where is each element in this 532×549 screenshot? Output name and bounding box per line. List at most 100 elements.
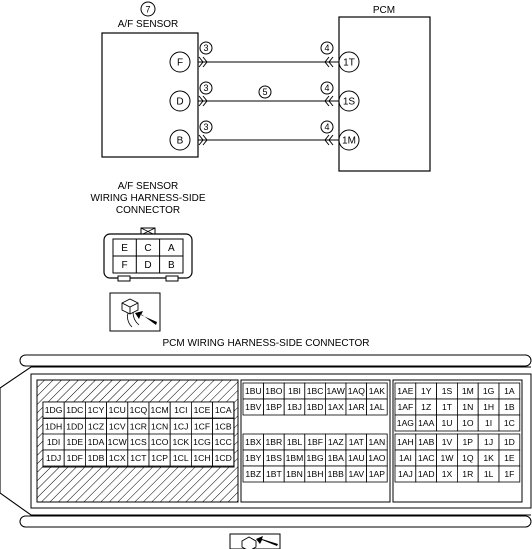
pcm-terminal-label: 1DB — [88, 453, 105, 463]
pcm-terminal-label: 1BT — [266, 469, 283, 479]
callout-circle — [199, 81, 213, 95]
pcm-terminal-label: 1CD — [215, 453, 232, 463]
pcm-terminal-label: 1CM — [151, 405, 169, 415]
af-pin-d: D — [176, 97, 183, 108]
af-sensor-number: 7 — [145, 5, 150, 15]
pcm-terminal-label: 1CT — [130, 453, 147, 463]
af-harness-label-line2: WIRING HARNESS-SIDE — [90, 193, 205, 204]
pcm-terminal-label: 1CX — [109, 453, 126, 463]
pcm-terminal-label: 1AV — [348, 469, 364, 479]
pcm-terminal-label: 1N — [462, 402, 473, 412]
pcm-terminal-label: 1AN — [369, 437, 386, 447]
pcm-terminal-label: 1DE — [66, 437, 83, 447]
pcm-terminal-label: 1CY — [88, 405, 105, 415]
pcm-terminal-label: 1BG — [306, 453, 324, 463]
pcm-terminal-cell — [212, 401, 235, 419]
pcm-terminal-label: 1D — [504, 437, 515, 447]
pcm-connector-bottom-rail — [19, 515, 532, 528]
pcm-terminal-label: 1CA — [215, 405, 232, 415]
pcm-terminal-label: 1AA — [418, 418, 435, 428]
pcm-terminal-label: 1AJ — [398, 469, 413, 479]
pcm-terminal-label: 1DG — [45, 405, 63, 415]
pcm-terminal-label: 1BZ — [245, 469, 261, 479]
pin-circle — [338, 90, 360, 112]
callout-circle — [320, 120, 334, 134]
af-harness-connector: E C A F D B — [103, 227, 193, 282]
pcm-title: PCM — [373, 5, 395, 16]
pin-circle — [169, 129, 191, 151]
pcm-terminal-label: 1AO — [368, 453, 386, 463]
pcm-terminal-label: 1BJ — [287, 402, 302, 412]
af-connector-pin-a: A — [168, 243, 175, 254]
pcm-terminal-label: 1BX — [245, 437, 262, 447]
pcm-terminal-label: 1CZ — [88, 422, 104, 432]
pcm-terminal-label: 1M — [462, 386, 474, 396]
pcm-terminal-cell — [498, 414, 521, 432]
wire-sketch — [127, 311, 140, 328]
pcm-terminal-label: 1CI — [174, 405, 187, 415]
pcm-terminal-label: 1T — [442, 402, 453, 412]
callout-right-1s: 4 — [324, 83, 329, 93]
pcm-terminal-label: 1CG — [193, 437, 211, 447]
view-direction-icon — [109, 292, 161, 332]
af-harness-label-line1: A/F SENSOR — [118, 181, 179, 192]
callout-circle — [199, 120, 213, 134]
pcm-terminal-label: 1BI — [288, 386, 301, 396]
pcm-terminal-label: 1BS — [266, 453, 283, 463]
view-arrow-icon — [135, 311, 157, 325]
pcm-terminal-label: 1Q — [462, 453, 474, 463]
pcm-terminal-label: 1H — [483, 402, 494, 412]
pcm-connector-chevron-1t — [324, 56, 334, 68]
af-pin-f: F — [177, 58, 183, 69]
pcm-terminal-label: 1Y — [421, 386, 432, 396]
pcm-terminal-label: 1BA — [328, 453, 345, 463]
view-direction-icon-lower — [229, 533, 281, 549]
pcm-terminal-label: 1Z — [421, 402, 431, 412]
pcm-terminal-label: 1BD — [307, 402, 324, 412]
pcm-terminal-label: 1AX — [328, 402, 345, 412]
pcm-terminal-label: 1BC — [307, 386, 324, 396]
pcm-connector-chevron-1s — [324, 95, 334, 107]
pcm-terminal-label: 1BY — [245, 453, 262, 463]
pcm-terminal-label: 1I — [485, 418, 492, 428]
pcm-terminal-cell — [498, 465, 521, 483]
pcm-terminal-label: 1DI — [47, 437, 60, 447]
pcm-terminal-label: 1AW — [327, 386, 346, 396]
pcm-terminal-label: 1CH — [193, 453, 210, 463]
pcm-pin-1t: 1T — [343, 58, 355, 69]
pcm-terminal-label: 1AL — [369, 402, 385, 412]
callout-right-1m: 4 — [324, 122, 329, 132]
pcm-terminal-label: 1AQ — [348, 386, 366, 396]
pcm-connector-title: PCM WIRING HARNESS-SIDE CONNECTOR — [162, 338, 369, 349]
af-connector-pin-e: E — [121, 243, 128, 254]
pcm-terminal-cell — [212, 449, 235, 467]
callout-circle — [199, 41, 213, 55]
pcm-terminal-label: 1AR — [348, 402, 365, 412]
pcm-terminal-label: 1CB — [215, 422, 232, 432]
pcm-pins: 1T 1S 1M — [338, 51, 360, 151]
wire-callouts: 3 3 3 4 4 4 5 — [199, 41, 334, 134]
pcm-terminal-label: 1R — [462, 469, 473, 479]
pcm-terminal-label: 1CJ — [173, 422, 188, 432]
connector-sketch — [241, 536, 257, 549]
pcm-terminal-label: 1CN — [151, 422, 168, 432]
pcm-terminal-label: 1G — [483, 386, 495, 396]
connector-sketch — [121, 298, 139, 315]
af-connector-chevron-b — [198, 134, 208, 146]
pcm-terminal-label: 1S — [442, 386, 453, 396]
af-connector-pin-c: C — [144, 243, 151, 254]
pin-circle — [338, 129, 360, 151]
pcm-terminal-label: 1BM — [286, 453, 304, 463]
connector-tab — [165, 275, 179, 282]
pcm-terminal-label: 1C — [504, 418, 515, 428]
pcm-terminal-label: 1DD — [66, 422, 83, 432]
pcm-terminal-label: 1DF — [67, 453, 83, 463]
pcm-terminal-label: 1X — [442, 469, 453, 479]
pcm-terminal-label: 1CC — [215, 437, 232, 447]
pcm-terminal-label: 1CF — [194, 422, 210, 432]
pcm-terminal-label: 1O — [462, 418, 474, 428]
af-harness-label-line3: CONNECTOR — [116, 205, 180, 216]
pcm-terminal-label: 1K — [483, 453, 494, 463]
